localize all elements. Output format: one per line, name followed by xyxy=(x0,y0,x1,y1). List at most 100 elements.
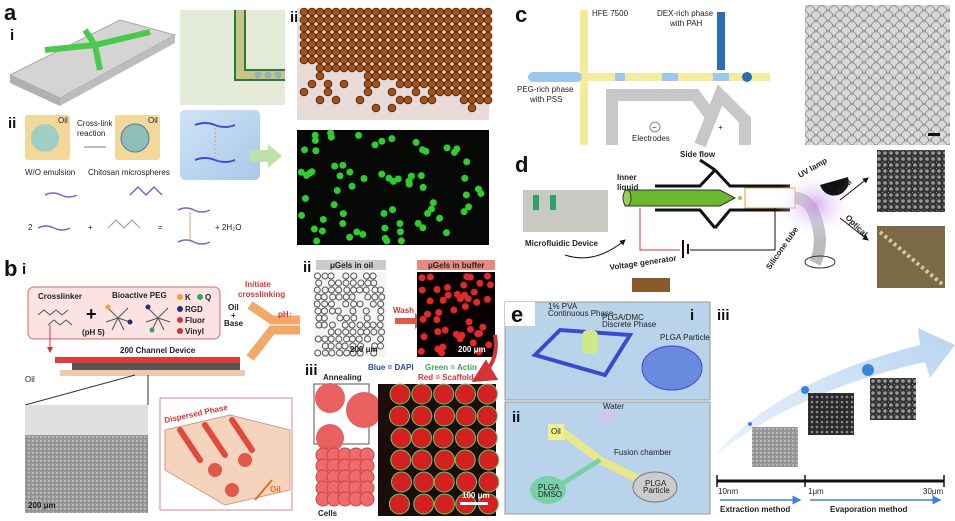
green-microsphere xyxy=(348,182,356,190)
brown-microsphere xyxy=(331,15,341,25)
gel-in-oil xyxy=(343,349,351,357)
brown-microsphere xyxy=(419,71,429,81)
evaporation-method-label: Evaporation method xyxy=(830,505,907,514)
gel-in-buffer xyxy=(466,273,474,281)
equation-plus: + xyxy=(88,223,93,232)
panel-a: a i iii ii Oil Cross-link reaction Oil xyxy=(4,0,493,245)
plus-sign: + xyxy=(86,304,97,324)
panel-label-a: a xyxy=(4,0,17,25)
scaffold-gel xyxy=(476,405,498,427)
brown-microsphere xyxy=(323,55,333,65)
device-bottom-channel xyxy=(60,370,245,376)
gel-in-oil xyxy=(334,307,342,315)
brown-microsphere xyxy=(435,7,445,17)
gel-in-buffer xyxy=(461,303,469,311)
brown-microsphere-cluster xyxy=(299,7,493,113)
brown-microsphere xyxy=(483,63,493,73)
brown-microsphere xyxy=(443,39,453,49)
brown-microsphere xyxy=(483,15,493,25)
gel-in-oil xyxy=(377,300,385,308)
plga-particle-reservoir xyxy=(632,471,678,503)
brown-microsphere xyxy=(427,47,437,57)
gel-in-oil xyxy=(355,335,363,343)
brown-microsphere xyxy=(419,7,429,17)
gel-in-oil xyxy=(320,314,328,322)
gel-in-oil xyxy=(357,342,365,350)
large-particle-marker xyxy=(862,364,874,376)
brown-microsphere xyxy=(435,23,445,33)
brown-microsphere xyxy=(475,79,485,89)
electrodes-shape xyxy=(606,84,751,148)
scaffold-gel xyxy=(391,471,413,493)
oil-label: Oil xyxy=(58,116,68,125)
brown-microsphere xyxy=(379,71,389,81)
green-microsphere xyxy=(303,171,311,179)
green-microsphere-dots xyxy=(297,129,485,245)
brown-microsphere xyxy=(355,7,365,17)
gel-in-oil xyxy=(341,321,349,329)
gel-in-buffer xyxy=(417,347,425,355)
chitosan-microspheres-label: Chitosan microspheres xyxy=(88,168,170,177)
brown-microsphere xyxy=(419,79,429,89)
brown-microsphere xyxy=(483,47,493,57)
gel-in-oil xyxy=(328,321,336,329)
gel-in-oil xyxy=(378,328,386,336)
oil-flow-label: Oil xyxy=(270,485,281,494)
gel-in-oil xyxy=(370,328,378,336)
brown-microsphere xyxy=(443,7,453,17)
gel-in-buffer xyxy=(439,296,447,304)
medium-particle-marker xyxy=(801,386,809,394)
brown-microsphere xyxy=(483,23,493,33)
brown-microsphere xyxy=(323,39,333,49)
gel-in-oil xyxy=(378,293,386,301)
green-microsphere xyxy=(371,141,379,149)
brown-microsphere xyxy=(363,63,373,73)
brown-microsphere xyxy=(475,95,485,105)
brown-microsphere xyxy=(443,15,453,25)
legend-label-k: K xyxy=(185,293,191,302)
brown-microsphere xyxy=(379,55,389,65)
brown-microsphere xyxy=(371,103,381,113)
gel-in-oil xyxy=(315,314,323,322)
brown-microsphere xyxy=(411,23,421,33)
gel-in-oil xyxy=(327,272,335,280)
optical-image xyxy=(877,226,945,288)
green-microsphere xyxy=(311,136,319,144)
gel-in-buffer xyxy=(438,349,446,357)
brown-microsphere xyxy=(419,63,429,73)
brown-microsphere xyxy=(379,7,389,17)
electrodes-label: Electrodes xyxy=(632,134,670,143)
panel-label-d: d xyxy=(515,152,528,177)
brown-microsphere xyxy=(483,31,493,41)
brown-microsphere xyxy=(379,47,389,57)
gel-in-oil xyxy=(364,335,372,343)
green-microsphere xyxy=(388,135,396,143)
green-microsphere xyxy=(396,228,404,236)
scaffold-gel xyxy=(433,383,455,405)
gel-in-buffer xyxy=(439,343,447,351)
brown-microsphere xyxy=(459,7,469,17)
gel-in-oil xyxy=(376,342,384,350)
brown-microsphere xyxy=(331,23,341,33)
scaffold-gels-group xyxy=(388,383,500,515)
green-microsphere xyxy=(313,237,321,245)
brown-microsphere xyxy=(331,63,341,73)
green-microsphere xyxy=(462,191,470,199)
green-microsphere xyxy=(389,206,397,214)
brown-microsphere xyxy=(355,55,365,65)
brown-microsphere xyxy=(387,47,397,57)
stain-blue-label: Blue = DAPI xyxy=(368,363,414,372)
brown-microsphere xyxy=(395,79,405,89)
green-microsphere xyxy=(389,177,397,185)
brown-microsphere xyxy=(315,7,325,17)
brown-microsphere xyxy=(387,71,397,81)
gel-in-oil xyxy=(350,272,358,280)
brown-microsphere xyxy=(363,7,373,17)
sublabel-b-i: i xyxy=(22,261,26,278)
brown-microsphere xyxy=(475,47,485,57)
brown-microsphere xyxy=(339,55,349,65)
gel-in-oil xyxy=(356,286,364,294)
brown-microsphere xyxy=(443,63,453,73)
gel-in-buffer xyxy=(433,286,441,294)
panel-label-b: b xyxy=(4,256,17,281)
